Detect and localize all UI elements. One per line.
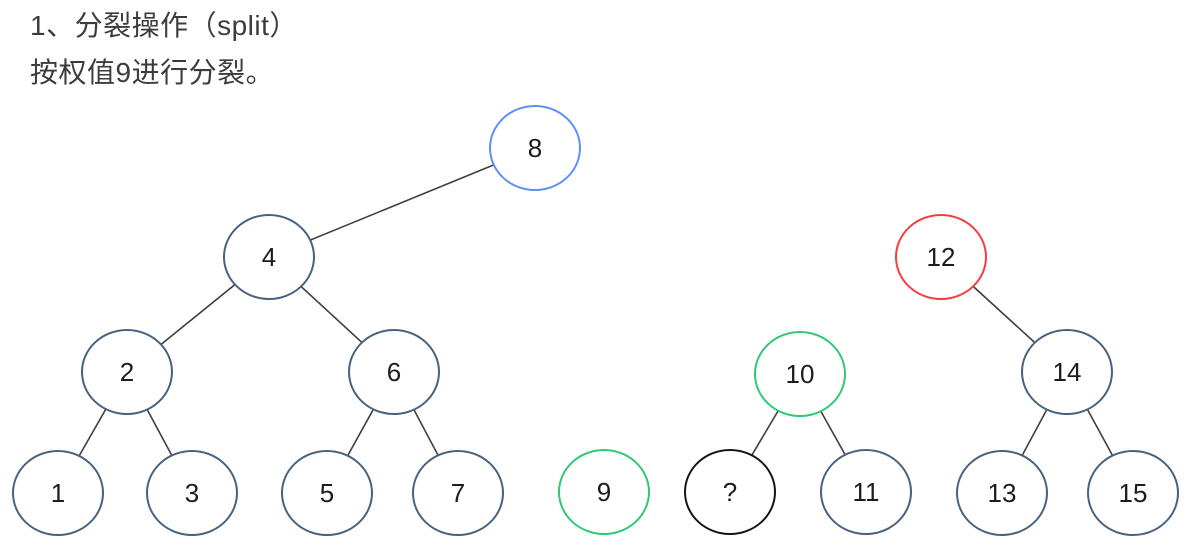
tree-node-label: 8 (528, 133, 542, 163)
tree-node-circle (12, 450, 104, 536)
tree-node-circle (558, 449, 650, 535)
tree-node-1: 1 (12, 450, 104, 536)
tree-node-label: 13 (988, 478, 1017, 508)
tree-node-label: 3 (185, 478, 199, 508)
tree-node-label: 6 (387, 357, 401, 387)
tree-node-label: 1 (51, 478, 65, 508)
section-subtitle: 按权值9进行分裂。 (30, 57, 275, 88)
tree-node-8: 8 (489, 105, 581, 191)
tree-node-circle (956, 450, 1048, 536)
tree-node-circle (1021, 329, 1113, 415)
tree-node-label: 5 (320, 478, 334, 508)
tree-node-circle (412, 450, 504, 536)
tree-node-circle (146, 450, 238, 536)
tree-node-4: 4 (223, 214, 315, 300)
tree-node-11: 11 (820, 449, 912, 535)
tree-node-label: 15 (1119, 478, 1148, 508)
tree-node-12: 12 (895, 214, 987, 300)
tree-node-7: 7 (412, 450, 504, 536)
tree-node-label: 14 (1053, 357, 1082, 387)
tree-node-circle (684, 449, 776, 535)
tree-node-2: 2 (81, 329, 173, 415)
tree-node-circle (820, 449, 912, 535)
tree-node-label: 9 (597, 477, 611, 507)
tree-node-6: 6 (348, 329, 440, 415)
tree-node-circle (895, 214, 987, 300)
tree-node-?: ? (684, 449, 776, 535)
section-title: 1、分裂操作（split） (30, 10, 298, 41)
tree-node-label: 11 (853, 477, 880, 507)
tree-node-label: 10 (786, 359, 815, 389)
tree-node-label: 4 (262, 242, 276, 272)
tree-node-14: 14 (1021, 329, 1113, 415)
tree-node-circle (754, 331, 846, 417)
tree-node-label: 2 (120, 357, 134, 387)
tree-node-label: 7 (451, 478, 465, 508)
tree-node-circle (223, 214, 315, 300)
tree-node-15: 15 (1087, 450, 1179, 536)
tree-node-3: 3 (146, 450, 238, 536)
tree-node-13: 13 (956, 450, 1048, 536)
tree-node-circle (348, 329, 440, 415)
tree-node-label: 12 (927, 242, 956, 272)
tree-edge-4-8 (268, 147, 536, 258)
tree-node-label: ? (723, 477, 737, 507)
tree-node-10: 10 (754, 331, 846, 417)
tree-node-circle (489, 105, 581, 191)
tree-node-circle (81, 329, 173, 415)
tree-node-9: 9 (558, 449, 650, 535)
tree-node-5: 5 (281, 450, 373, 536)
tree-node-circle (281, 450, 373, 536)
tree-node-circle (1087, 450, 1179, 536)
